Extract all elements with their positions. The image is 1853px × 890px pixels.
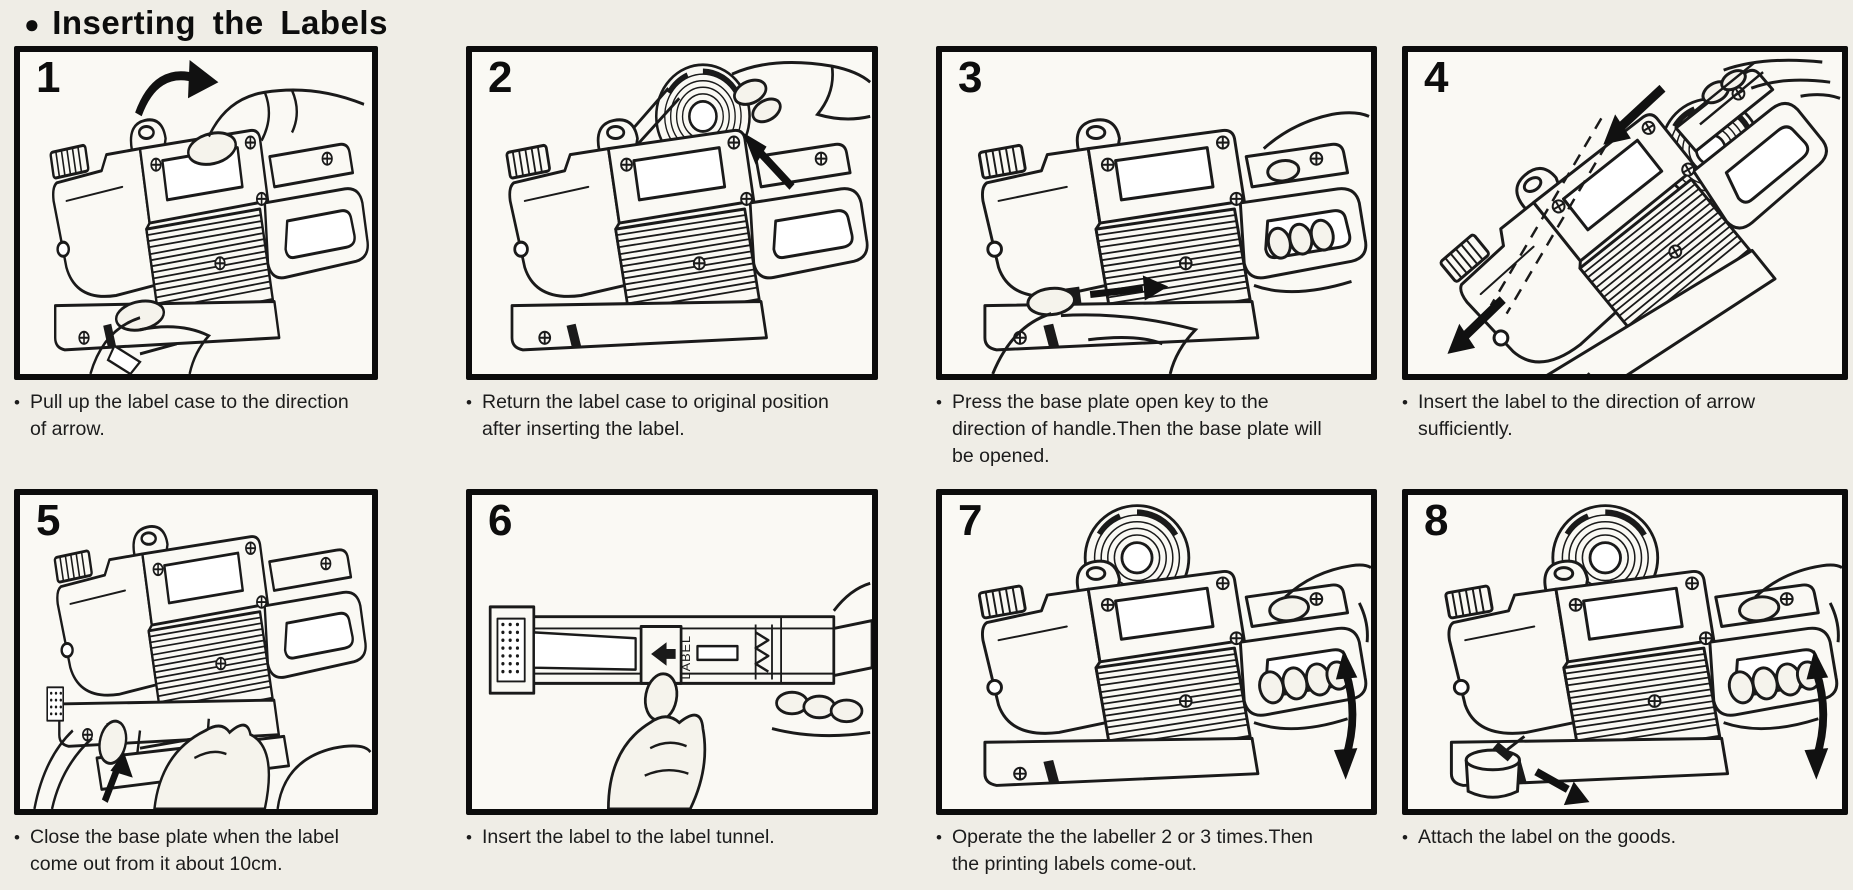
hands-drawing [731, 60, 872, 124]
step-caption: • Attach the label on the goods. [1402, 824, 1822, 851]
label-strip [33, 729, 93, 809]
step-panel-3: 3 • Press the base plate open key to the… [936, 46, 1377, 470]
arrow-icon [1603, 84, 1666, 145]
hands-drawing [991, 111, 1370, 374]
step-8-illustration [1408, 495, 1842, 806]
arrow-icon [1089, 275, 1169, 301]
step-4-illustration [1408, 52, 1842, 374]
caption-text: Return the label case to original positi… [482, 391, 829, 440]
step-number: 1 [36, 53, 61, 102]
step-2-illustration [472, 60, 872, 374]
step-panel-8: 8 • Attach the label on the goods. [1402, 489, 1848, 851]
step-8-frame: 8 [1402, 489, 1848, 815]
hands-drawing [606, 581, 871, 809]
caption-bullet: • [936, 828, 942, 847]
step-5-frame: 5 [14, 489, 378, 815]
step-caption: • Insert the label to the label tunnel. [466, 824, 848, 851]
caption-text: Close the base plate when the label come… [30, 826, 339, 875]
label-path-dashed [1489, 117, 1619, 315]
step-number: 2 [488, 53, 513, 102]
hands-drawing [1253, 563, 1371, 731]
caption-text: Attach the label on the goods. [1418, 826, 1677, 848]
step-caption: • Close the base plate when the label co… [14, 824, 366, 878]
curved-arrow-icon [135, 60, 219, 117]
arrow-icon [101, 752, 133, 803]
page-title: ● Inserting the Labels [24, 4, 388, 42]
caption-bullet: • [14, 393, 20, 412]
caption-bullet: • [936, 393, 942, 412]
step-caption: • Pull up the label case to the directio… [14, 389, 366, 443]
caption-text: Pull up the label case to the direction … [30, 391, 349, 440]
step-4-frame: 4 [1402, 46, 1848, 380]
step-panel-7: 7 • Operate the the labeller 2 or 3 time… [936, 489, 1377, 878]
step-number: 3 [958, 53, 983, 102]
label-tag-text: LABEL [680, 635, 693, 680]
step-number: 6 [488, 496, 513, 545]
step-1-frame: 1 [14, 46, 378, 380]
labeller-drawing [55, 526, 366, 746]
step-6-illustration: LABEL [488, 581, 872, 809]
hands-drawing [98, 719, 372, 809]
step-panel-6: LABEL 6 • Insert the label to the label … [466, 489, 878, 851]
step-5-illustration [33, 495, 372, 809]
step-panel-5: 5 • Close the base plate when the label … [14, 489, 378, 878]
caption-text: Operate the the labeller 2 or 3 times.Th… [952, 826, 1313, 875]
step-7-illustration [942, 495, 1371, 809]
labeller-drawing [1424, 52, 1842, 374]
double-arrow-icon [1333, 650, 1358, 780]
arrow-icon [1534, 768, 1590, 806]
step-panel-1: 1 • Pull up the label case to the direct… [14, 46, 378, 443]
step-caption: • Insert the label to the direction of a… [1402, 389, 1798, 443]
step-6-frame: LABEL 6 [466, 489, 878, 815]
arrow-icon [1447, 296, 1506, 354]
caption-bullet: • [14, 828, 20, 847]
label-strip [532, 631, 637, 671]
step-caption: • Operate the the labeller 2 or 3 times.… [936, 824, 1328, 878]
hands-drawing [1687, 58, 1841, 126]
step-7-frame: 7 [936, 489, 1377, 815]
caption-text: Insert the label to the direction of arr… [1418, 391, 1756, 440]
arrow-left-icon [651, 642, 676, 666]
step-number: 4 [1424, 53, 1449, 102]
caption-bullet: • [466, 393, 472, 412]
step-caption: • Press the base plate open key to the d… [936, 389, 1336, 470]
step-panel-4: 4 • Insert the label to the direction of… [1402, 46, 1848, 443]
caption-bullet: • [466, 828, 472, 847]
labeller-drawing [506, 120, 867, 350]
step-number: 8 [1424, 496, 1449, 545]
goods-cylinder [1464, 735, 1526, 799]
page-title-text: Inserting the Labels [52, 4, 388, 41]
double-arrow-icon [1804, 650, 1829, 780]
step-1-illustration [20, 60, 372, 374]
step-2-frame: 2 [466, 46, 878, 380]
step-3-frame: 3 [936, 46, 1377, 380]
title-bullet-icon: ● [24, 9, 41, 39]
arrow-icon [742, 132, 795, 190]
step-number: 7 [958, 496, 983, 545]
hands-drawing [1723, 563, 1842, 731]
caption-text: Press the base plate open key to the dir… [952, 391, 1322, 467]
step-3-illustration [942, 111, 1370, 374]
caption-text: Insert the label to the label tunnel. [482, 826, 775, 848]
caption-bullet: • [1402, 828, 1408, 847]
step-caption: • Return the label case to original posi… [466, 389, 848, 443]
step-number: 5 [36, 496, 61, 545]
step-panel-2: 2 • Return the label case to original po… [466, 46, 878, 443]
caption-bullet: • [1402, 393, 1408, 412]
hands-drawing [89, 88, 365, 374]
